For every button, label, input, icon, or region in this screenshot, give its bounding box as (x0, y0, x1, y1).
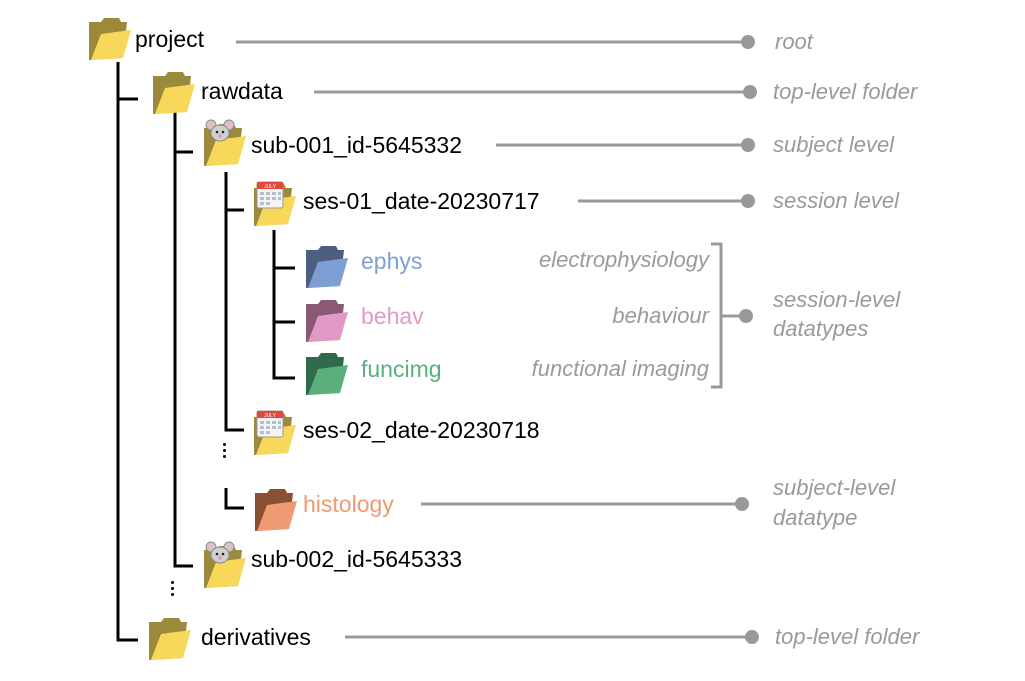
folder-label-ephys: ephys (361, 248, 423, 274)
calendar-folder-icon-ses-01: JULY (254, 181, 296, 226)
calendar-folder-icon-ses-02: JULY (254, 410, 296, 455)
annotation-behaviour: behaviour (612, 303, 709, 328)
annotation-subject-level: subject level (773, 132, 895, 157)
folder-label-ses-02: ses-02_date-20230718 (303, 417, 540, 443)
folder-icon-project (89, 18, 131, 60)
annotation-session-level: session level (773, 188, 899, 213)
folder-label-funcimg: funcimg (361, 356, 442, 382)
folder-icon-rawdata (153, 72, 195, 114)
folder-icon-derivatives (149, 618, 191, 660)
folder-icon-ephys (306, 246, 348, 288)
mouse-folder-icon-sub-001 (204, 119, 246, 166)
folder-label-ses-01: ses-01_date-20230717 (303, 188, 540, 214)
annotation-session-level-datatypes-line1: session-level (773, 287, 901, 312)
tree-lines (116, 62, 295, 642)
folder-icon-histology (255, 489, 297, 531)
ellipsis-more-subjects (171, 581, 175, 599)
folder-icon-behav (306, 300, 348, 342)
folder-label-sub-001: sub-001_id-5645332 (251, 132, 463, 158)
annotation-top-level-folder: top-level folder (773, 79, 918, 104)
calendar-month-text: JULY (264, 413, 277, 419)
folder-label-histology: histology (303, 491, 394, 517)
ellipsis-more-sessions (223, 443, 227, 461)
annotation-top-level-folder-derivatives: top-level folder (775, 624, 920, 649)
annotation-connectors (236, 35, 759, 644)
folder-label-sub-002: sub-002_id-5645333 (251, 546, 463, 572)
annotation-session-level-datatypes-line2: datatypes (773, 316, 869, 341)
folder-label-behav: behav (361, 303, 424, 329)
annotation-functional-imaging: functional imaging (531, 356, 709, 381)
mouse-folder-icon-sub-002 (204, 541, 246, 588)
folder-label-project: project (135, 26, 205, 52)
annotation-subject-level-datatype-line1: subject-level (773, 475, 896, 500)
annotation-subject-level-datatype-line2: datatype (773, 505, 858, 530)
folder-icon-funcimg (306, 353, 348, 395)
annotation-electrophysiology: electrophysiology (539, 247, 709, 272)
calendar-month-text: JULY (264, 184, 277, 190)
folder-label-rawdata: rawdata (201, 78, 283, 104)
annotation-root: root (775, 29, 813, 54)
folder-label-derivatives: derivatives (201, 624, 311, 650)
